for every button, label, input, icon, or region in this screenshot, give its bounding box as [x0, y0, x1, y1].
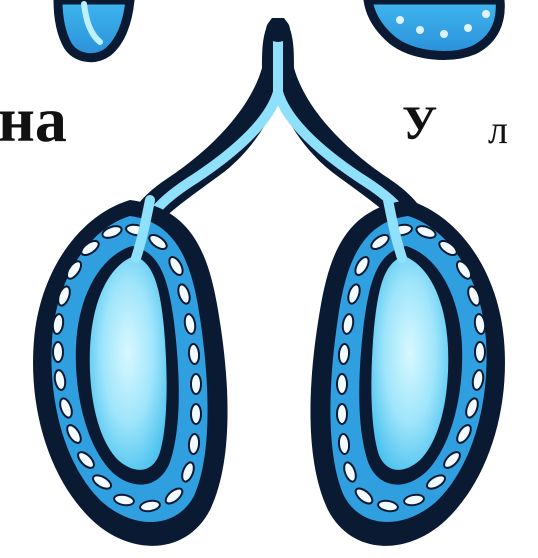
- lung-left-icon: [33, 200, 228, 546]
- label-right-fragment-b: л: [488, 110, 508, 150]
- trachea-icon: [130, 18, 426, 222]
- top-left-fragment: [58, 0, 130, 58]
- label-right-fragment-a: У: [402, 100, 437, 148]
- top-right-fragment: [368, 0, 500, 55]
- label-left-fragment: на: [0, 88, 67, 152]
- lung-right-icon: [310, 200, 505, 546]
